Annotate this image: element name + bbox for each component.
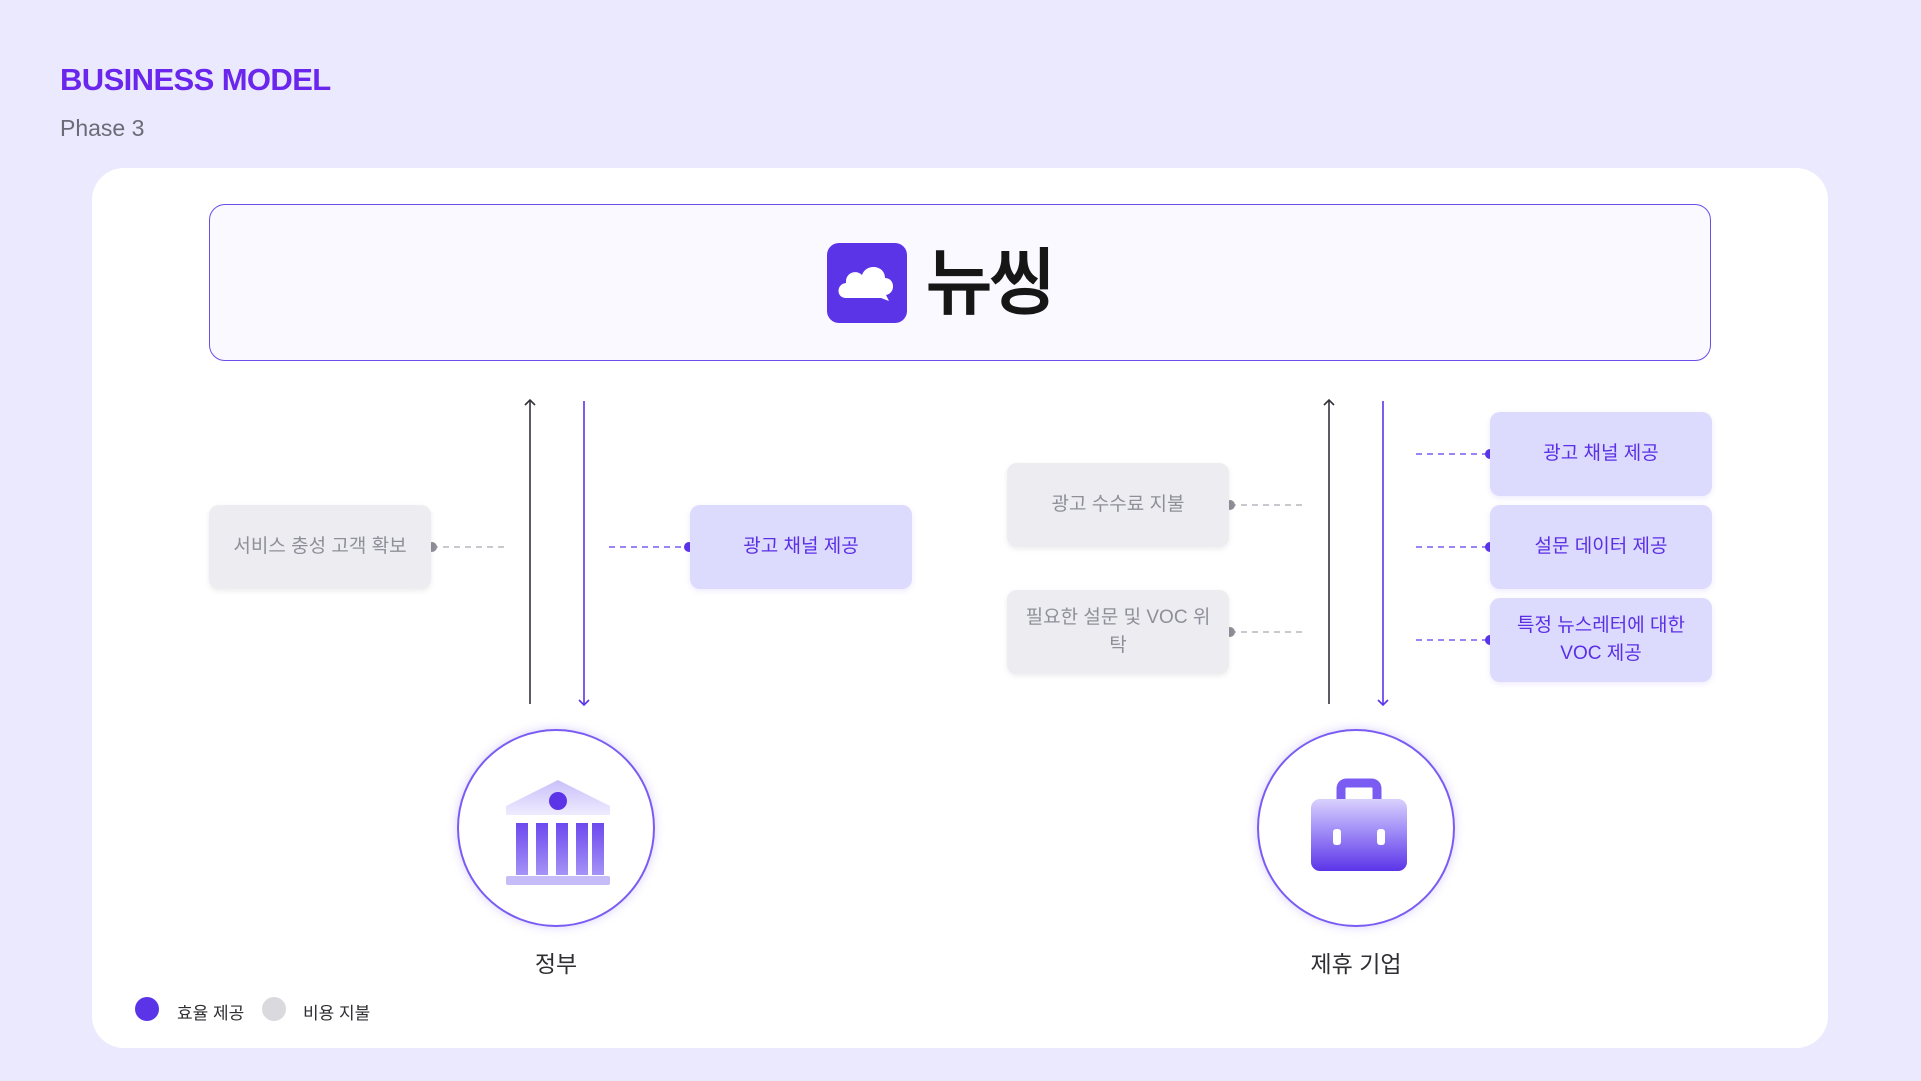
partner-company-circle [1257,729,1455,927]
government-building-icon [506,780,610,885]
briefcase-icon [1311,778,1407,871]
value-pill-right-1: 광고 채널 제공 [1490,412,1712,496]
page-subtitle: Phase 3 [60,115,145,141]
brand-box [209,204,1711,361]
cost-pill-left: 서비스 충성 고객 확보 [209,505,431,589]
cloud-chat-icon [827,243,907,323]
legend-dot-cost [262,997,286,1021]
legend-dot-efficiency [135,997,159,1021]
cost-pill-right-1: 광고 수수료 지불 [1007,463,1229,547]
brand-name: 뉴씽 [926,244,1055,324]
diagram-card: 뉴씽 서비스 충성 고객 [92,168,1828,1048]
cost-pill-right-2: 필요한 설문 및 VOC 위탁 [1007,590,1229,674]
value-pill-right-2: 설문 데이터 제공 [1490,505,1712,589]
partner-company-label: 제휴 기업 [1310,951,1402,977]
government-label: 정부 [534,951,578,977]
legend-label-cost: 비용 지불 [303,1004,371,1023]
government-circle [457,729,655,927]
page-title: BUSINESS MODEL [60,62,331,97]
value-pill-left: 광고 채널 제공 [690,505,912,589]
legend-label-efficiency: 효율 제공 [177,1004,245,1023]
